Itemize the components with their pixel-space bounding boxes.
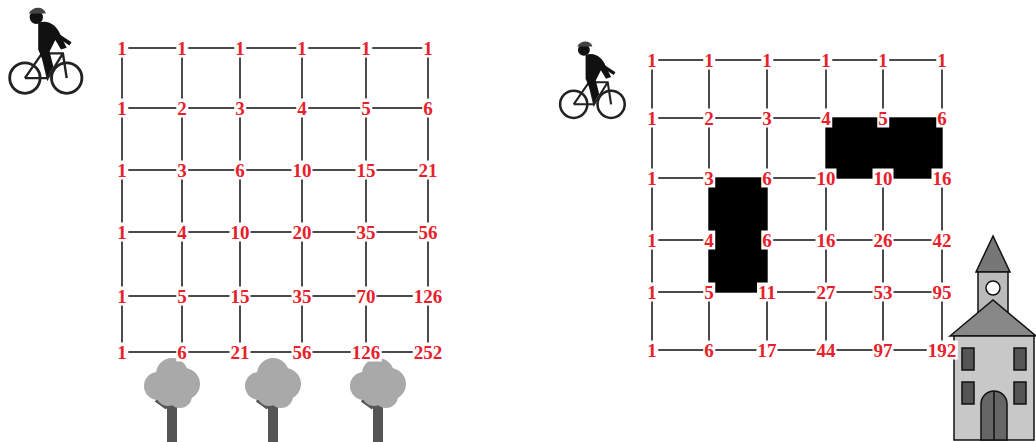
path-count: 70 <box>356 287 377 306</box>
path-count: 16 <box>932 169 953 188</box>
path-count: 1 <box>820 51 832 70</box>
path-count: 20 <box>292 223 313 242</box>
path-count: 6 <box>761 231 773 250</box>
path-count: 126 <box>413 287 444 306</box>
path-count: 10 <box>292 161 313 180</box>
path-count: 44 <box>816 341 837 360</box>
path-count: 4 <box>703 231 715 250</box>
path-count: 1 <box>176 39 188 58</box>
path-count: 1 <box>646 231 658 250</box>
path-count: 6 <box>234 161 246 180</box>
path-count: 97 <box>873 341 894 360</box>
path-count: 6 <box>761 169 773 188</box>
path-count: 10 <box>230 223 251 242</box>
path-count: 1 <box>761 51 773 70</box>
path-count: 15 <box>230 287 251 306</box>
path-count: 10 <box>816 169 837 188</box>
path-count: 1 <box>646 341 658 360</box>
path-count: 1 <box>703 51 715 70</box>
path-count: 1 <box>116 161 128 180</box>
path-count: 5 <box>877 109 889 128</box>
path-count: 35 <box>292 287 313 306</box>
path-count: 2 <box>176 99 188 118</box>
path-count: 4 <box>820 109 832 128</box>
path-count: 35 <box>356 223 377 242</box>
path-count: 21 <box>418 161 439 180</box>
path-count: 11 <box>757 283 777 302</box>
path-count: 1 <box>646 109 658 128</box>
path-count: 4 <box>296 99 308 118</box>
path-count: 27 <box>816 283 837 302</box>
path-count: 16 <box>816 231 837 250</box>
path-count: 3 <box>761 109 773 128</box>
path-count: 56 <box>418 223 439 242</box>
path-count: 21 <box>230 343 251 362</box>
path-count: 95 <box>932 283 953 302</box>
path-count: 56 <box>292 343 313 362</box>
path-count: 1 <box>646 169 658 188</box>
path-count: 126 <box>351 343 382 362</box>
path-count: 1 <box>116 287 128 306</box>
path-count: 1 <box>116 99 128 118</box>
path-count: 53 <box>873 283 894 302</box>
path-count: 1 <box>936 51 948 70</box>
path-count: 1 <box>116 343 128 362</box>
path-count: 1 <box>116 39 128 58</box>
path-count: 26 <box>873 231 894 250</box>
path-count: 6 <box>936 109 948 128</box>
path-count: 192 <box>927 341 958 360</box>
path-count: 1 <box>877 51 889 70</box>
path-count: 4 <box>176 223 188 242</box>
path-count: 15 <box>356 161 377 180</box>
path-count: 3 <box>234 99 246 118</box>
path-count: 1 <box>360 39 372 58</box>
path-count: 252 <box>413 343 444 362</box>
path-count: 6 <box>176 343 188 362</box>
path-count: 2 <box>703 109 715 128</box>
path-count: 1 <box>646 283 658 302</box>
path-count: 5 <box>176 287 188 306</box>
path-count: 42 <box>932 231 953 250</box>
path-count: 1 <box>296 39 308 58</box>
path-count: 1 <box>234 39 246 58</box>
path-count: 1 <box>422 39 434 58</box>
path-count: 17 <box>757 341 778 360</box>
path-count: 6 <box>703 341 715 360</box>
path-count: 6 <box>422 99 434 118</box>
path-count: 5 <box>360 99 372 118</box>
path-count: 3 <box>176 161 188 180</box>
path-count: 10 <box>873 169 894 188</box>
path-count: 5 <box>703 283 715 302</box>
path-count: 1 <box>646 51 658 70</box>
path-count: 3 <box>703 169 715 188</box>
path-count: 1 <box>116 223 128 242</box>
